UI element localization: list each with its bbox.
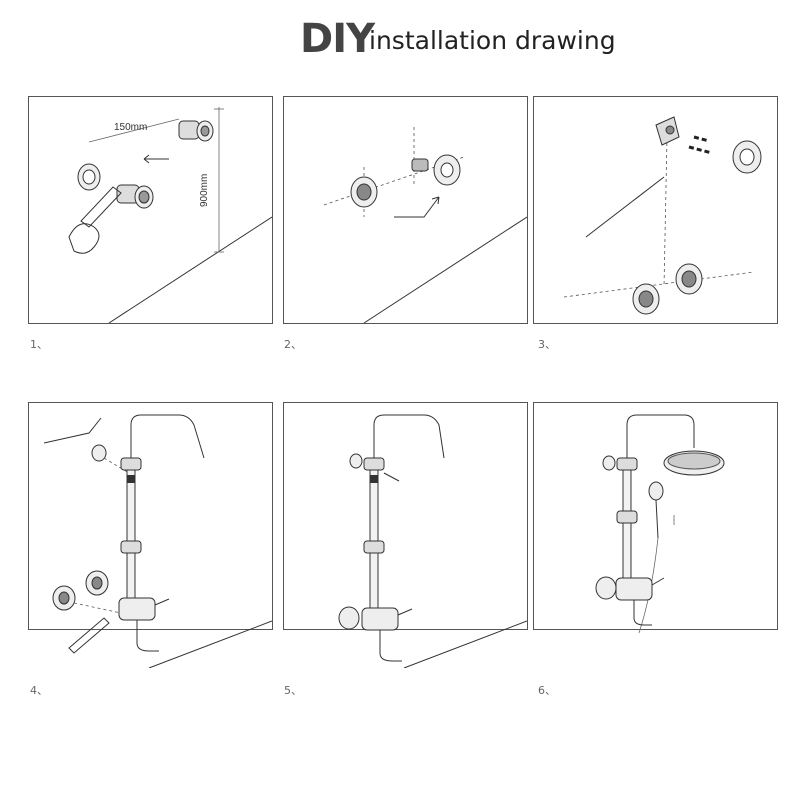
pointer-line <box>585 176 665 238</box>
arrow <box>394 196 440 218</box>
step-2-label: 2、 <box>284 338 302 351</box>
floor-line <box>363 216 527 323</box>
mixer-valve <box>595 576 665 626</box>
installed-fittings <box>632 263 703 315</box>
step-3-label: 3、 <box>538 338 556 351</box>
step-4-panel <box>28 402 273 668</box>
pointer-line <box>383 472 400 482</box>
rain-shower-head <box>663 450 725 476</box>
step-5-illustration <box>338 414 527 668</box>
floor-line <box>403 620 527 668</box>
wrench <box>68 617 110 654</box>
floor-line <box>148 620 272 668</box>
mounting-bracket <box>655 116 680 146</box>
title-text: installation drawing <box>369 26 616 55</box>
step-4-illustration <box>43 414 272 668</box>
floor-line <box>108 216 272 323</box>
shower-riser-pipe <box>349 414 445 609</box>
escutcheon-cover <box>732 140 762 174</box>
shower-riser-pipe <box>120 414 205 599</box>
step-6-panel <box>533 402 778 634</box>
title-brand: DIY <box>300 16 375 62</box>
wall-fitting-wrench <box>68 184 154 254</box>
step-4-label: 4、 <box>30 684 48 697</box>
screws <box>688 135 713 155</box>
escutcheon-ring <box>77 163 101 191</box>
step-3-illustration <box>563 116 762 315</box>
installed-fitting <box>350 176 378 208</box>
horizontal-dimension-label: 150mm <box>114 122 147 133</box>
horizontal-dimension-line <box>88 118 180 143</box>
arrow <box>43 417 102 444</box>
shower-riser-pipe <box>602 414 695 589</box>
page-title: DIY installation drawing <box>0 10 800 62</box>
step-1-illustration: 900mm 150mm <box>68 107 272 323</box>
step-5-panel <box>283 402 528 668</box>
mixer-valve <box>118 597 170 652</box>
wall-fittings <box>52 444 109 611</box>
step-2-panel <box>283 96 528 324</box>
step-6-illustration <box>595 414 725 634</box>
hand-shower <box>638 481 675 634</box>
wall-fitting-top <box>178 120 214 142</box>
step-1-panel: 900mm 150mm <box>28 96 273 324</box>
step-1-label: 1、 <box>30 338 48 351</box>
mixer-valve <box>338 606 413 662</box>
step-3-panel <box>533 96 778 324</box>
vertical-dimension-label: 900mm <box>199 174 210 207</box>
step-5-label: 5、 <box>284 684 302 697</box>
step-2-illustration <box>323 127 527 323</box>
step-6-label: 6、 <box>538 684 556 697</box>
fitting-with-escutcheon <box>411 154 461 186</box>
arrow <box>143 154 169 164</box>
